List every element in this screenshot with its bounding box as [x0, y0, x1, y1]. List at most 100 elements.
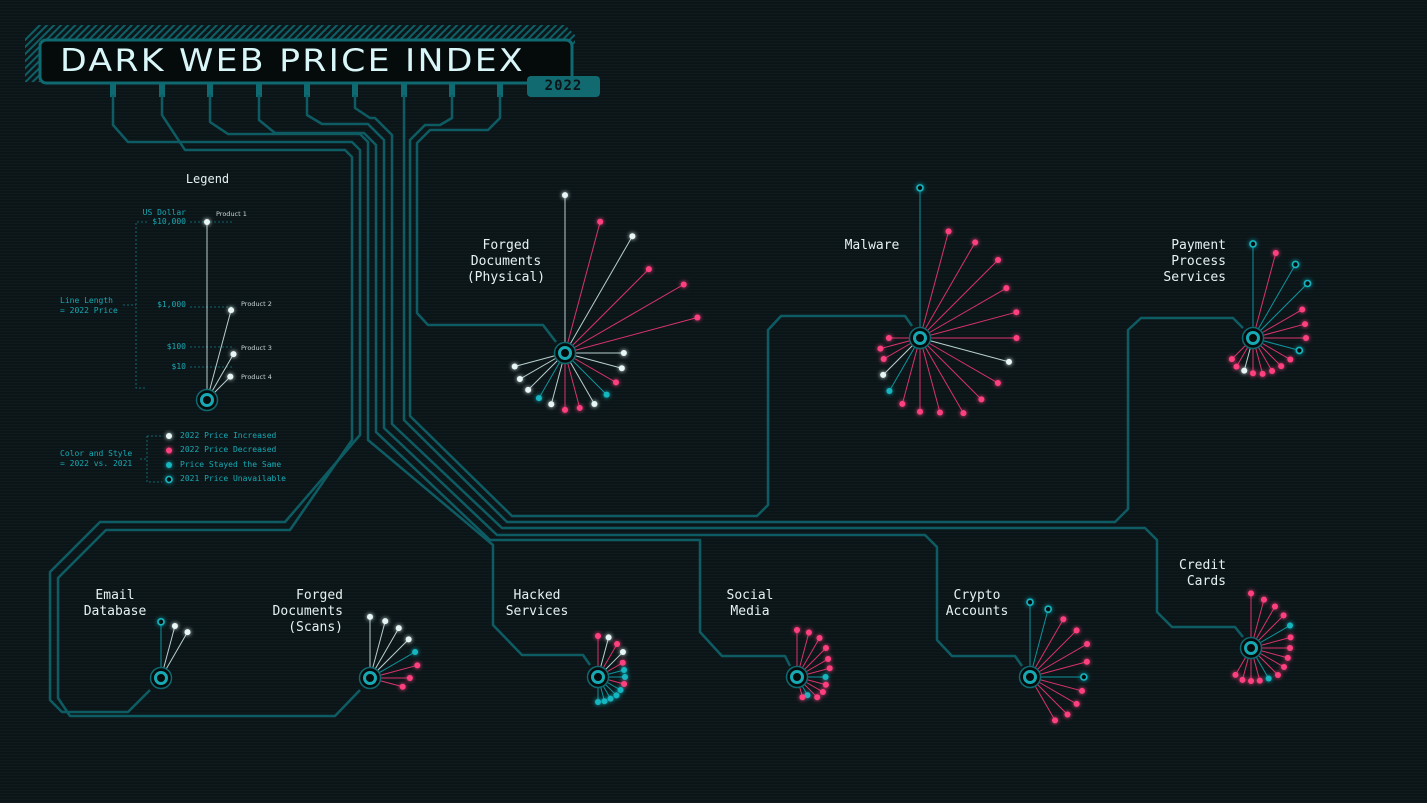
malware-spoke-decreased [901, 337, 921, 405]
scans-point-decreased [399, 683, 406, 690]
hacked-point-same [601, 698, 608, 705]
forged-physical-point-increased [516, 376, 523, 383]
forged-physical-point-decreased [680, 281, 687, 288]
malware-point-unavailable [916, 184, 924, 192]
hacked-point-increased [605, 634, 612, 641]
legend-product-3: Product 3 [241, 344, 272, 352]
malware-spoke-decreased [919, 337, 982, 400]
malware-point-increased [1005, 358, 1012, 365]
legend-product-point-increased [228, 307, 235, 314]
hacked-point-decreased [619, 659, 626, 666]
year-badge: 2022 [527, 76, 600, 97]
trace-hacked [208, 95, 592, 666]
scans-point-increased [405, 636, 412, 643]
credit-point-decreased [1256, 677, 1263, 684]
connector-pad [256, 83, 262, 97]
forged-physical-spoke-decreased [564, 221, 601, 354]
social-point-decreased [814, 694, 821, 701]
payment-point-increased [1241, 367, 1248, 374]
malware-spoke-decreased [919, 259, 999, 339]
legend-product-point-increased [227, 373, 234, 380]
crypto-point-unavailable [1080, 673, 1088, 681]
category-label-forged-physical: Forged Documents (Physical) [466, 238, 546, 285]
payment-spoke-decreased [1252, 252, 1277, 339]
hacked-point-same [617, 687, 624, 694]
trace-social [257, 95, 792, 667]
legend-product-point-increased [204, 219, 210, 225]
crypto-point-decreased [1073, 627, 1080, 634]
payment-point-decreased [1299, 306, 1306, 313]
legend-marker-same [166, 462, 172, 468]
malware-point-decreased [1013, 335, 1020, 341]
malware-spoke-decreased [919, 287, 1007, 339]
social-point-decreased [805, 629, 812, 636]
credit-point-decreased [1260, 596, 1267, 603]
connector-pad [207, 83, 213, 97]
crypto-point-decreased [1079, 687, 1086, 694]
malware-point-decreased [1013, 309, 1020, 316]
legend-product-1: Product 1 [216, 210, 247, 218]
legend-unit-label: US Dollar [142, 208, 186, 217]
forged-physical-point-increased [562, 192, 568, 199]
connector-pad [497, 83, 503, 97]
category-clusters [149, 184, 1312, 724]
forged-physical-spoke-decreased [564, 317, 698, 354]
category-label-hacked: Hacked Services [505, 588, 569, 619]
trace-forged-physical [415, 95, 557, 343]
legend-title: Legend [185, 172, 230, 186]
connector-pad [159, 83, 165, 97]
crypto-point-decreased [1073, 700, 1080, 707]
connector-pads [110, 83, 503, 97]
forged-physical-point-decreased [562, 406, 568, 413]
credit-point-decreased [1287, 634, 1294, 641]
legend-item-decreased: 2022 Price Decreased [180, 445, 277, 454]
social-point-decreased [816, 634, 823, 641]
social-point-same [822, 674, 829, 680]
cluster-social [785, 627, 833, 701]
scans-point-decreased [406, 675, 413, 681]
page-title: DARK WEB PRICE INDEX [60, 43, 525, 79]
social-point-decreased [819, 688, 826, 695]
forged-physical-spoke-decreased [564, 268, 650, 354]
email-hub-core [154, 671, 168, 685]
credit-point-same [1287, 622, 1294, 629]
payment-point-decreased [1259, 370, 1266, 377]
legend-tick-100: $100 [166, 342, 186, 351]
hacked-point-same [607, 695, 614, 702]
forged-physical-point-decreased [694, 314, 701, 321]
scans-point-increased [395, 625, 402, 632]
category-label-credit: Credit Cards [1179, 558, 1226, 589]
hacked-point-same [613, 692, 620, 699]
legend-product-2: Product 2 [241, 300, 272, 308]
connector-pad [110, 83, 116, 97]
connector-pad [304, 83, 310, 97]
crypto-spoke-unavailable [1029, 609, 1049, 678]
credit-hub-core [1244, 641, 1258, 655]
forged-physical-point-decreased [597, 218, 604, 225]
social-point-decreased [799, 694, 806, 701]
social-point-decreased [794, 627, 800, 634]
email-point-increased [171, 622, 178, 629]
scans-point-increased [382, 618, 389, 625]
hacked-point-increased [619, 649, 626, 656]
payment-hub-core [1246, 331, 1260, 345]
crypto-point-decreased [1060, 616, 1067, 623]
legend-tick-10: $10 [171, 362, 186, 371]
credit-point-decreased [1248, 590, 1254, 597]
malware-point-same [886, 387, 893, 394]
forged-physical-point-increased [629, 233, 636, 240]
legend-color-style-label: Color and Style = 2022 vs. 2021 [60, 449, 133, 468]
trace-crypto [305, 95, 1024, 667]
payment-point-unavailable [1303, 279, 1312, 288]
forged-physical-point-increased [511, 363, 518, 370]
social-hub-core [790, 670, 804, 684]
cluster-malware [877, 184, 1020, 417]
social-point-decreased [825, 656, 832, 663]
category-label-malware: Malware [844, 238, 900, 253]
legend-item-unavailable: 2021 Price Unavailable [180, 474, 286, 483]
legend-tick-lines [190, 221, 232, 368]
crypto-point-decreased [1083, 658, 1090, 665]
forged-physical-spoke-increased [564, 236, 633, 354]
payment-point-decreased [1272, 249, 1279, 256]
payment-point-decreased [1303, 335, 1309, 341]
